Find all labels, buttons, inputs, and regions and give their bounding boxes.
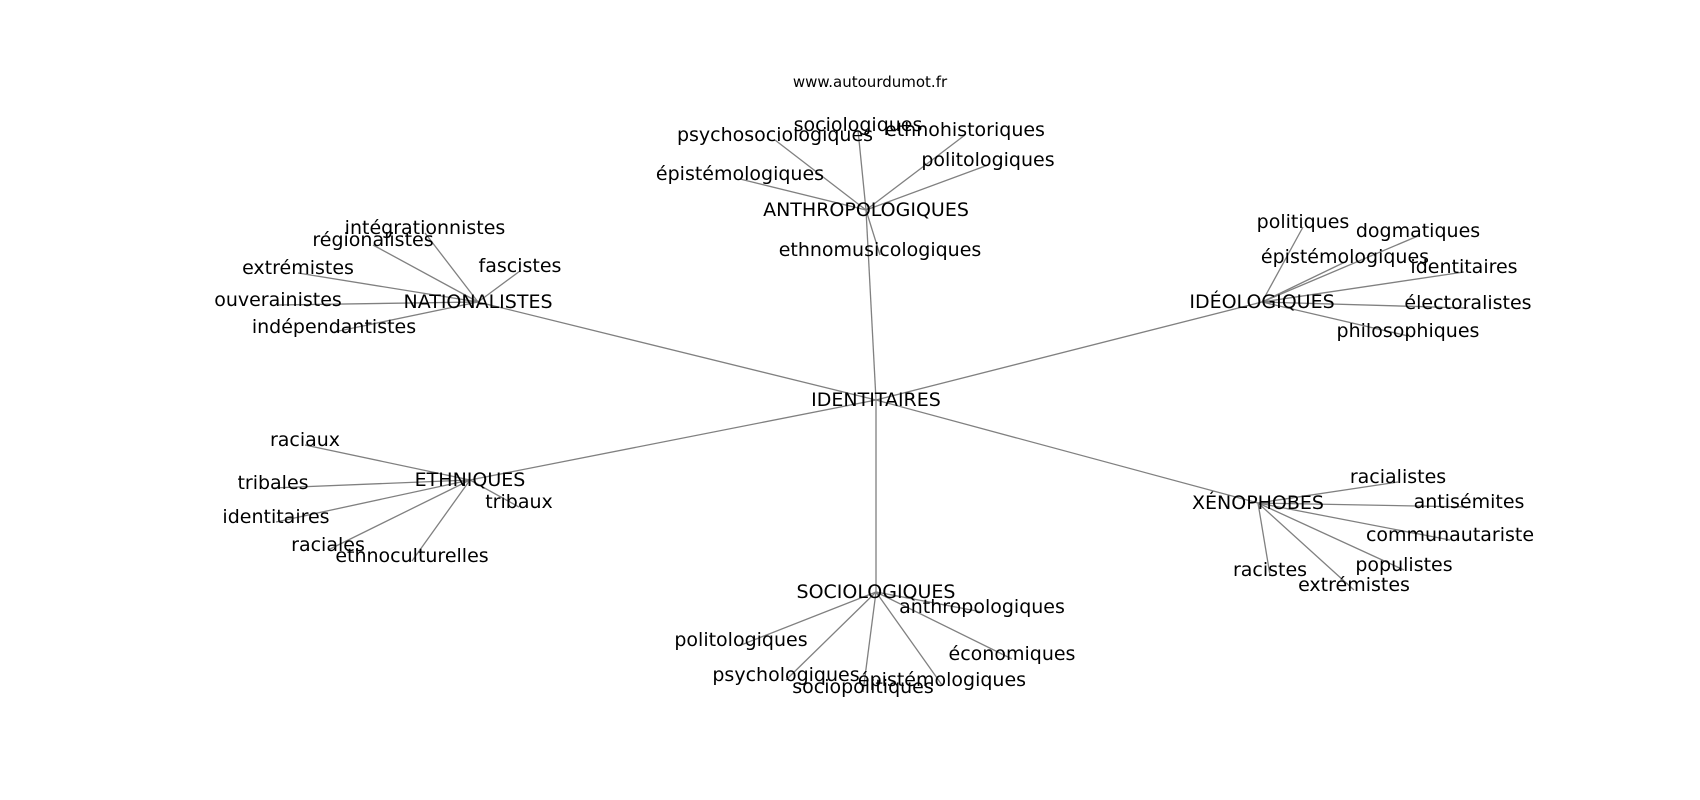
edge-hub-to-word [1257, 502, 1451, 541]
edge-hub-to-word [424, 232, 479, 303]
edge-hub-to-word [469, 479, 520, 508]
edge-hub-to-word [277, 301, 479, 306]
edge-hub-to-word [304, 444, 471, 481]
edge-hub-to-word [1257, 502, 1470, 508]
edge-hub-to-word [739, 178, 867, 211]
edge-hub-to-word [411, 479, 471, 562]
edge-hub-to-word [1257, 502, 1271, 576]
edge-hub-to-word [477, 270, 521, 303]
edge-hub-to-word [327, 479, 471, 551]
edge-center-to-hub [469, 399, 877, 481]
edge-hub-to-word [372, 244, 479, 303]
edge-hub-to-word [857, 129, 867, 211]
edge-hub-to-word [333, 301, 479, 333]
edge-center-to-hub [875, 399, 1259, 504]
edge-hub-to-word [1261, 301, 1469, 309]
edge-hub-to-word [875, 591, 943, 686]
edge-hub-to-word [875, 591, 983, 613]
edge-center-to-hub [875, 301, 1263, 401]
edge-hub-to-word [865, 164, 989, 211]
edge-hub-to-word [865, 134, 966, 211]
edge-hub-to-word [1257, 502, 1355, 591]
edge-hub-to-word [875, 591, 1013, 660]
edge-hub-to-word [1261, 301, 1409, 337]
edge-hub-to-word [1261, 271, 1465, 303]
edge-hub-to-word [297, 272, 479, 303]
edge-hub-to-word [275, 479, 471, 523]
edge-hub-to-word [1261, 235, 1419, 303]
edge-hub-to-word [1261, 261, 1346, 303]
edge-hub-to-word [785, 591, 877, 681]
edge-hub-to-word [1261, 226, 1304, 303]
edge-center-to-hub [865, 209, 877, 401]
edge-hub-to-word [1257, 502, 1405, 571]
edge-hub-to-word [865, 209, 881, 256]
edge-hub-to-word [740, 591, 877, 646]
edge-hub-to-word [1257, 481, 1399, 504]
edge-hub-to-word [774, 139, 867, 211]
edge-hub-to-word [272, 479, 471, 489]
edge-center-to-hub [477, 301, 877, 401]
edge-hub-to-word [862, 591, 877, 693]
site-label: www.autourdumot.fr [792, 73, 948, 91]
